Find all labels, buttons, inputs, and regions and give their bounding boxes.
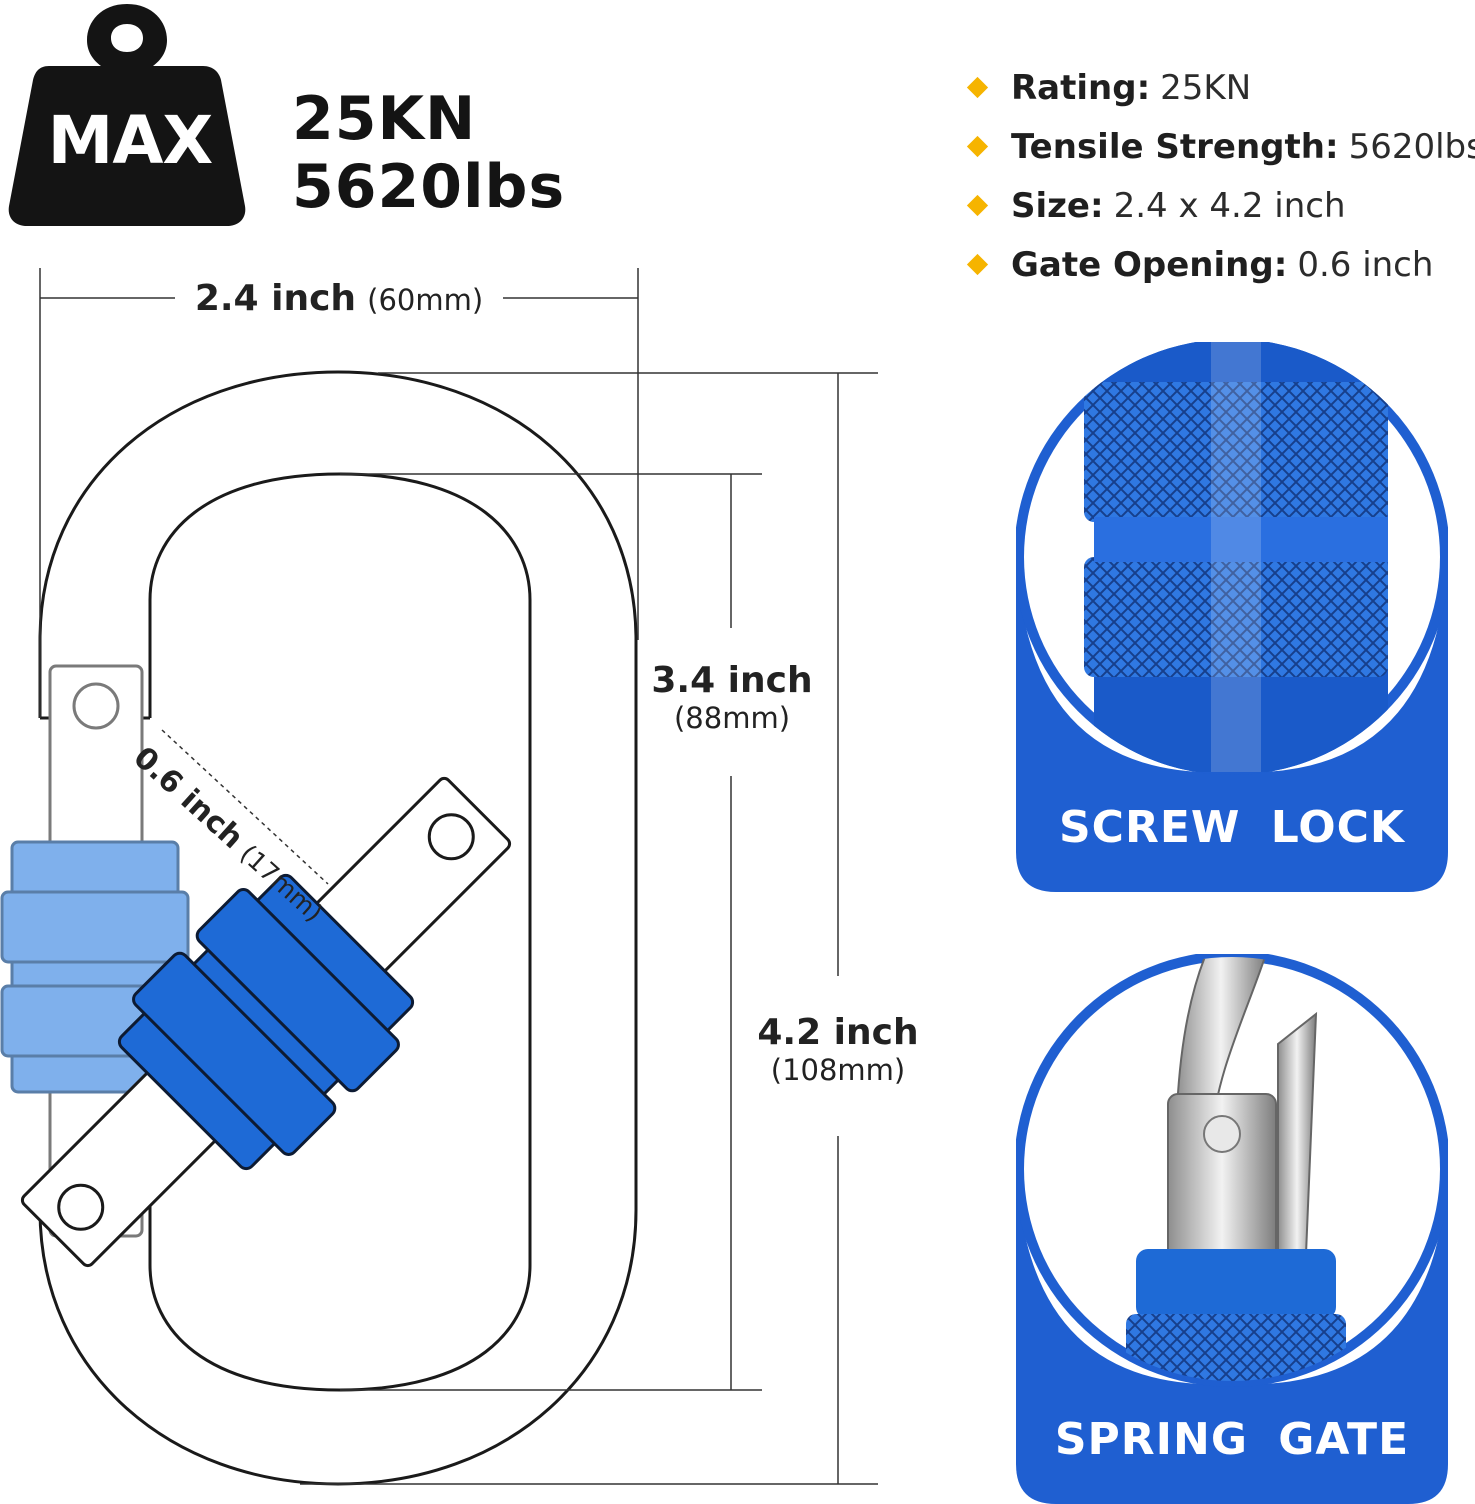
spec-key: Tensile Strength: — [1011, 126, 1339, 167]
spec-item: Gate Opening: 0.6 inch — [962, 235, 1475, 294]
diamond-bullet-icon — [966, 253, 989, 276]
spec-value: 5620lbs — [1348, 126, 1475, 167]
diamond-bullet-icon — [966, 76, 989, 99]
screw-lock-illustration — [1016, 342, 1448, 892]
screw-lock-card: SCREW LOCK — [1016, 342, 1448, 892]
outer-dimension-sub: (108mm) — [770, 1053, 906, 1087]
carabiner-diagram — [0, 268, 878, 1486]
spec-key: Size: — [1011, 185, 1104, 226]
width-dimension-label: 2.4 inch (60mm) — [175, 278, 503, 319]
carabiner-outer-outline — [38, 370, 638, 1486]
inner-dimension-sub: (88mm) — [673, 701, 791, 735]
spec-list: Rating: 25KN Tensile Strength: 5620lbs S… — [962, 58, 1475, 294]
diamond-bullet-icon — [966, 194, 989, 217]
spec-item: Tensile Strength: 5620lbs — [962, 117, 1475, 176]
spec-item: Size: 2.4 x 4.2 inch — [962, 176, 1475, 235]
spec-value: 2.4 x 4.2 inch — [1113, 185, 1346, 226]
screw-lock-label: SCREW LOCK — [1058, 802, 1406, 853]
headline-strength: 5620lbs — [292, 152, 566, 222]
headline-rating: 25KN — [292, 84, 477, 154]
width-dimension-main: 2.4 inch — [194, 278, 357, 319]
spec-item: Rating: 25KN — [962, 58, 1475, 117]
inner-dimension-label: 3.4 inch (88mm) — [634, 660, 830, 735]
spec-value: 25KN — [1160, 67, 1252, 108]
spec-key: Rating: — [1011, 67, 1151, 108]
carabiner-inner-outline — [148, 472, 532, 1392]
weight-icon — [8, 4, 246, 226]
spring-gate-card: SPRING GATE — [1016, 954, 1448, 1504]
spec-key: Gate Opening: — [1011, 244, 1288, 285]
spec-value: 0.6 inch — [1297, 244, 1434, 285]
open-sleeve — [117, 873, 415, 1171]
inner-dimension-main: 3.4 inch — [651, 660, 813, 701]
spring-gate-label: SPRING GATE — [1054, 1414, 1410, 1465]
max-label: MAX — [47, 102, 214, 179]
width-dimension-sub: (60mm) — [367, 283, 484, 317]
outer-dimension-label: 4.2 inch (108mm) — [742, 1012, 934, 1087]
spring-gate-illustration — [1016, 954, 1448, 1504]
open-gate — [20, 776, 512, 1268]
outer-dimension-main: 4.2 inch — [757, 1012, 919, 1053]
diamond-bullet-icon — [966, 135, 989, 158]
